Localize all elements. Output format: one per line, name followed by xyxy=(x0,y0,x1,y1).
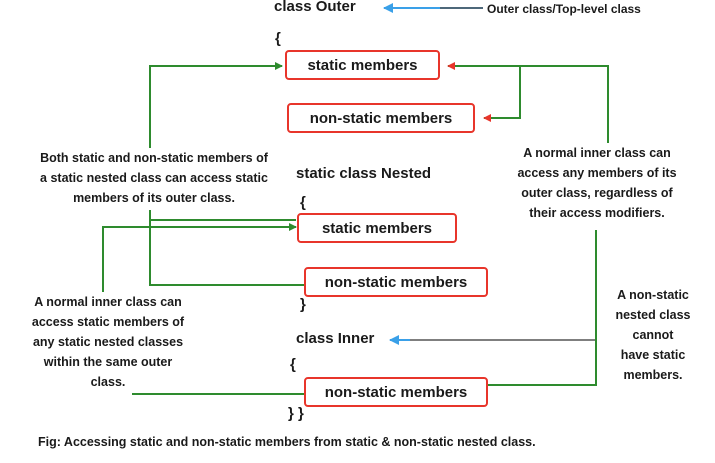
nested-to-outer-static-connector xyxy=(149,62,283,148)
inner-to-nested-static-connector xyxy=(102,223,297,292)
nested-open-brace: { xyxy=(300,194,306,211)
inner-open-brace: { xyxy=(290,356,296,373)
outer-class-heading: class Outer xyxy=(274,0,356,15)
inner-nested-note: A normal inner class can access static m… xyxy=(31,295,185,389)
inner-to-outer-connector xyxy=(447,62,609,143)
nested-static-members-box: static members xyxy=(297,213,457,243)
outer-class-label: Outer class/Top-level class xyxy=(487,2,641,16)
nested-class-heading: static class Nested xyxy=(296,165,432,182)
inner-nonstatic-members-box: non-static members xyxy=(304,377,488,407)
closing-braces: } } xyxy=(288,405,304,422)
inner-outer-note: A normal inner class can access any memb… xyxy=(517,146,677,220)
nested-close-brace: } xyxy=(300,296,306,313)
nested-nonstatic-members-box: non-static members xyxy=(304,267,488,297)
inner-class-heading: class Inner xyxy=(296,330,375,347)
outer-nonstatic-members-box: non-static members xyxy=(287,103,475,133)
outer-open-brace: { xyxy=(275,30,281,47)
outer-static-members-box: static members xyxy=(285,50,440,80)
figure-caption: Fig: Accessing static and non-static mem… xyxy=(38,435,536,449)
nonstatic-nested-note: A non-static nested class cannot have st… xyxy=(615,288,691,382)
static-nested-note: Both static and non-static members of a … xyxy=(40,151,268,205)
